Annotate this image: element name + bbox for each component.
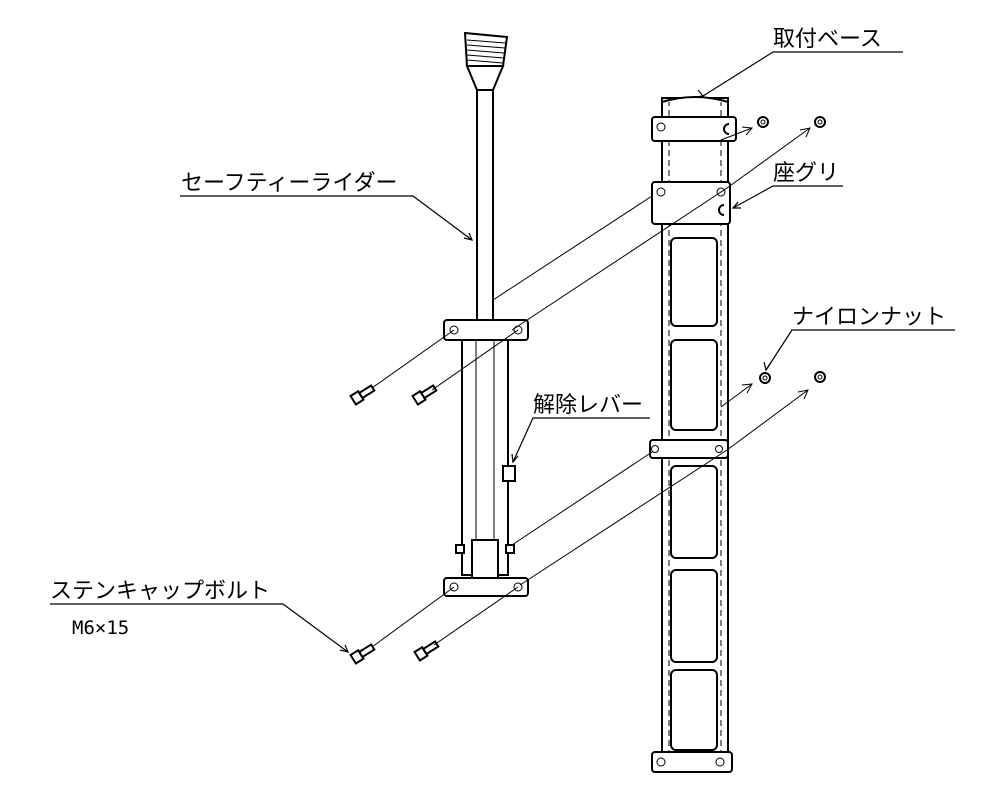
cap-bolt — [411, 384, 438, 406]
release-lever-label: 解除レバー — [533, 393, 643, 418]
nylon-nut — [757, 116, 769, 128]
nylon-nut — [759, 372, 771, 384]
leader-lines — [50, 51, 955, 653]
cap-bolt-group — [349, 384, 440, 665]
nylon-nut-label: ナイロンナット — [792, 305, 946, 330]
bolt-spec-label: M6×15 — [72, 617, 129, 639]
nylon-nut — [814, 371, 826, 383]
base-label: 取付ベース — [773, 27, 882, 52]
counterbore-label: 座グリ — [773, 161, 839, 186]
safety-rider-label: セーフティーライダー — [181, 171, 397, 196]
cap-bolt-label: ステンキャップボルト — [50, 579, 270, 604]
cap-bolt — [349, 384, 376, 406]
nylon-nut — [814, 116, 826, 128]
safety-rider — [443, 31, 529, 597]
nylon-nut-group — [757, 116, 826, 384]
cap-bolt — [349, 643, 376, 665]
assembly-guide-lines — [371, 126, 811, 648]
mount-base — [649, 96, 737, 773]
cap-bolt — [413, 640, 440, 662]
